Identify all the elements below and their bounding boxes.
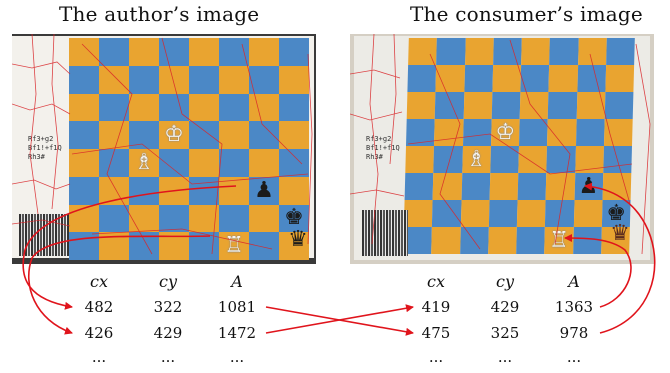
left-row3-a: ... [207,348,267,366]
arrow-left-row1-to-right-row2 [266,307,413,333]
left-row2-cy: 429 [138,324,198,342]
left-row3-cx: ... [69,348,129,366]
left-header-cy: cy [138,272,198,291]
left-row2-cx: 426 [69,324,129,342]
left-row1-a: 1081 [207,298,267,316]
consumer-segmentation-lines [350,34,654,264]
author-segmentation-lines [12,34,316,264]
left-title: The author’s image [59,2,259,26]
author-image: ♔♗♟♚♖ Rf3+g2 Bf1!+f1Q Rh3# ♛ [12,34,316,264]
left-row1-cy: 322 [138,298,198,316]
left-header-cx: cx [69,272,129,291]
right-header-cy: cy [475,272,535,291]
right-row2-cx: 475 [406,324,466,342]
right-header-a: A [544,272,604,291]
right-row2-a: 978 [544,324,604,342]
right-title: The consumer’s image [410,2,643,26]
left-row1-cx: 482 [69,298,129,316]
right-row3-a: ... [544,348,604,366]
right-row1-a: 1363 [544,298,604,316]
right-row1-cy: 429 [475,298,535,316]
right-row3-cx: ... [406,348,466,366]
arrow-left-row2-to-right-row1 [266,307,413,333]
left-row3-cy: ... [138,348,198,366]
right-row1-cx: 419 [406,298,466,316]
left-row2-a: 1472 [207,324,267,342]
right-row3-cy: ... [475,348,535,366]
consumer-image: ♔♗♟♚♖ Rf3+g2 Bf1!+f1Q Rh3# ♛ [350,34,654,264]
right-row2-cy: 325 [475,324,535,342]
right-header-cx: cx [406,272,466,291]
left-header-a: A [207,272,267,291]
